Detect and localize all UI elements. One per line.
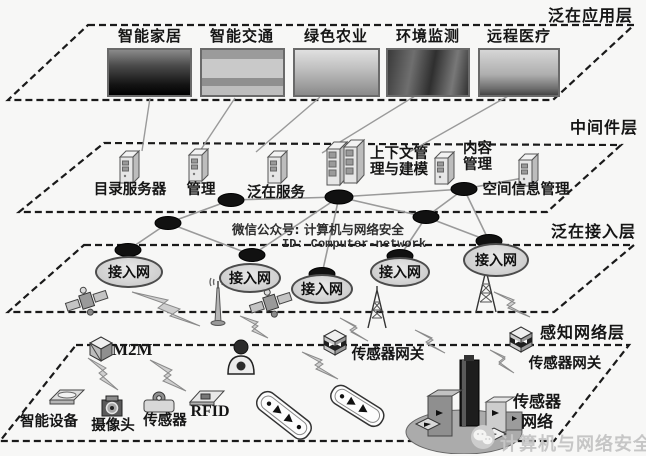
- sensor-network-label-line1: 传感器: [512, 392, 561, 411]
- lightning-icon: [414, 329, 446, 354]
- server-icon: [187, 147, 210, 183]
- device-label-rfid: RFID: [190, 403, 230, 420]
- device-label-camera: 摄像头: [91, 418, 135, 434]
- app-label-telemedicine: 远程医疗: [486, 27, 551, 45]
- app-label-green-agriculture: 绿色农业: [303, 27, 368, 45]
- server-label-context-management: 上下文管 理与建模: [370, 146, 428, 178]
- device-label-smart-device: 智能设备: [20, 414, 78, 430]
- photo-smart-traffic: [200, 48, 285, 97]
- context-label-line1: 上下文管: [370, 146, 428, 162]
- server-icon: [517, 152, 540, 188]
- lightning-icon: [87, 357, 119, 391]
- sensor-network-label-line2: 网络: [520, 412, 553, 431]
- scanner-icon: [48, 389, 86, 405]
- lightning-icon: [489, 349, 515, 374]
- wechat-icon: [471, 425, 495, 449]
- access-network-cloud: 接入网: [291, 274, 353, 304]
- sensor-icon: [143, 391, 175, 413]
- gateway-box-icon: [322, 329, 348, 356]
- app-label-smart-traffic: 智能交通: [209, 27, 274, 45]
- lightning-icon: [131, 291, 201, 327]
- app-to-middleware-connectors: [141, 94, 511, 156]
- sensor-gateway-label: 传感器网关: [528, 356, 602, 372]
- lightning-icon: [493, 291, 531, 318]
- network-node: [217, 193, 245, 207]
- server-icon: [118, 149, 141, 185]
- photo-environment-monitoring: [386, 48, 470, 97]
- server-icon: [266, 149, 289, 185]
- server-label-ubiquitous-service: 泛在服务: [247, 185, 305, 201]
- middleware-layer-outline: [15, 141, 624, 214]
- person-icon: [227, 339, 255, 375]
- content-label-line1: 内容: [463, 141, 492, 157]
- access-network-cloud: 接入网: [95, 256, 163, 288]
- application-layer-label: 泛在应用层: [548, 6, 634, 25]
- device-label-sensor: 传感器: [143, 413, 187, 429]
- watermark-footer: 计算机与网络安全: [500, 434, 646, 455]
- access-network-cloud: 接入网: [370, 257, 430, 287]
- network-node: [324, 189, 354, 205]
- photo-green-agriculture: [293, 48, 380, 97]
- server-label-management: 管理: [186, 182, 216, 198]
- application-layer-outline: [5, 23, 637, 102]
- lightning-icon: [149, 359, 187, 392]
- network-node: [450, 182, 478, 196]
- satellite-icon: [64, 286, 109, 316]
- sensor-gateway-label: 传感器网关: [351, 347, 425, 363]
- access-layer-label: 泛在接入层: [551, 222, 637, 241]
- server-label-directory: 目录服务器: [93, 182, 167, 198]
- sensing-layer-outline: [0, 343, 632, 443]
- gateway-box-icon: [508, 326, 534, 353]
- app-label-smart-home: 智能家居: [117, 27, 182, 45]
- m2m-label: M2M: [112, 340, 153, 359]
- middleware-layer-label: 中间件层: [570, 118, 639, 137]
- photo-telemedicine: [478, 48, 560, 97]
- m2m-box-icon: [88, 336, 114, 362]
- lightning-icon: [339, 317, 369, 342]
- network-node: [412, 210, 440, 224]
- camera-icon: [101, 395, 123, 417]
- lightning-bolts: [87, 291, 531, 392]
- network-node: [238, 248, 266, 262]
- sensor-board-icon: [330, 384, 385, 428]
- server-icon: [433, 150, 456, 186]
- network-node: [154, 216, 182, 230]
- watermark-wechat-account: 微信公众号: 计算机与网络安全: [232, 222, 404, 237]
- satellite-icon: [248, 288, 293, 318]
- access-network-cloud: 接入网: [219, 263, 281, 293]
- sensing-layer-label: 感知网络层: [540, 323, 626, 342]
- context-label-line2: 理与建模: [370, 162, 428, 179]
- server-label-spatial-info: 空间信息管理: [482, 182, 570, 198]
- sensor-board-icon: [255, 390, 312, 440]
- content-label-line2: 管理: [463, 157, 492, 174]
- lightning-icon: [239, 315, 269, 339]
- server-label-content-management: 内容 管理: [463, 141, 492, 173]
- network-node: [114, 243, 142, 257]
- lightning-icon: [301, 351, 339, 380]
- access-network-cloud: 接入网: [463, 243, 529, 277]
- app-label-environment-monitoring: 环境监测: [395, 27, 460, 45]
- photo-smart-home: [107, 48, 192, 97]
- radio-tower-icon: [367, 286, 387, 329]
- watermark-id: ID: Computer-network: [282, 237, 427, 251]
- rfid-card-icon: [188, 390, 226, 406]
- access-layer-outline: [5, 243, 638, 314]
- server-rack-icon: [325, 138, 366, 187]
